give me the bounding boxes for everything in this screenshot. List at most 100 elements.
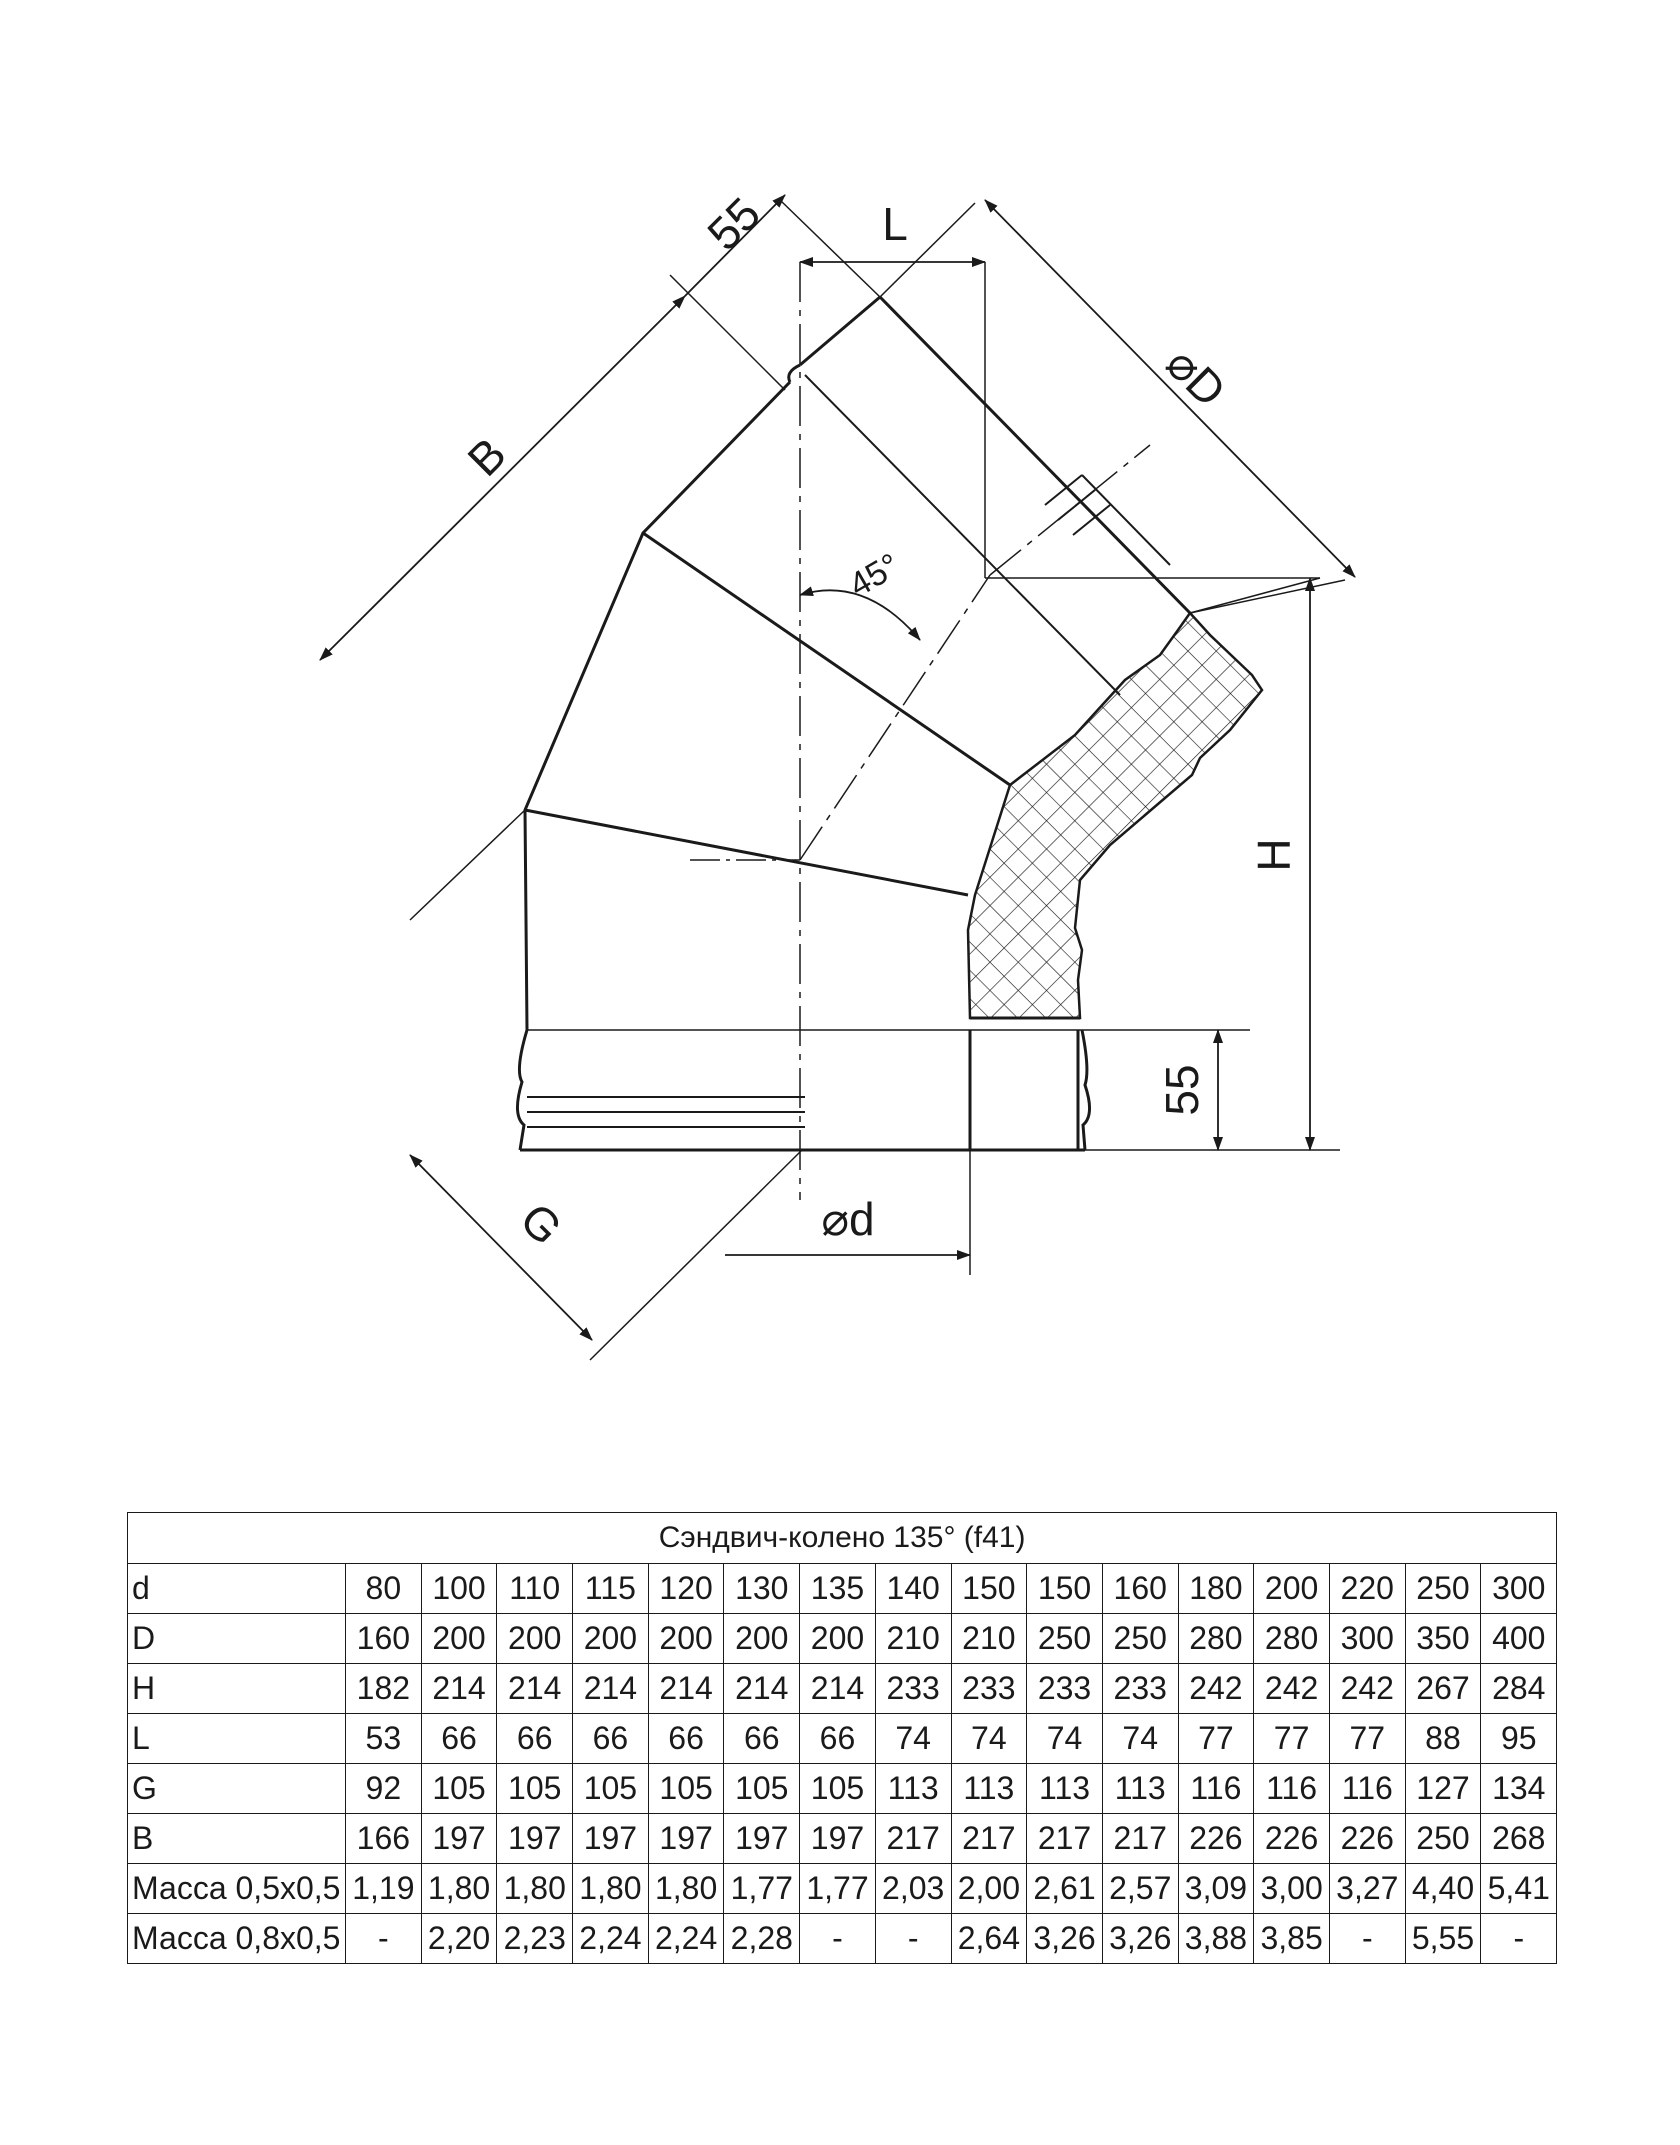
table-cell: - bbox=[345, 1913, 422, 1964]
table-cell: 250 bbox=[1101, 1613, 1179, 1664]
table-cell: 2,24 bbox=[647, 1913, 725, 1964]
dim-label-B: B bbox=[457, 427, 515, 485]
table-cell: 66 bbox=[572, 1713, 649, 1764]
table-cell: - bbox=[799, 1913, 876, 1964]
table-cell: 217 bbox=[1026, 1813, 1103, 1864]
table-cell: 197 bbox=[420, 1813, 498, 1864]
table-cell: 200 bbox=[799, 1613, 876, 1664]
table-cell: 214 bbox=[496, 1663, 574, 1714]
dim-label-L: L bbox=[882, 198, 908, 250]
table-cell: 166 bbox=[345, 1813, 422, 1864]
table-cell: 150 bbox=[950, 1563, 1028, 1614]
table-cell: 66 bbox=[496, 1713, 574, 1764]
dim-label-G: G bbox=[510, 1193, 572, 1255]
table-cell: 66 bbox=[723, 1713, 801, 1764]
table-cell: 233 bbox=[950, 1663, 1028, 1714]
table-cell: 226 bbox=[1253, 1813, 1330, 1864]
table-cell: 268 bbox=[1480, 1813, 1558, 1864]
table-cell: 1,77 bbox=[723, 1863, 801, 1914]
dim-label-d: ⌀d bbox=[821, 1193, 874, 1245]
table-cell: 200 bbox=[496, 1613, 574, 1664]
table-cell: 226 bbox=[1328, 1813, 1406, 1864]
table-cell: 77 bbox=[1177, 1713, 1255, 1764]
table-cell: 1,80 bbox=[496, 1863, 574, 1914]
table-cell: 105 bbox=[647, 1763, 725, 1814]
table-cell: 233 bbox=[1101, 1663, 1179, 1714]
lower-collar bbox=[516, 1029, 1091, 1152]
table-cell: 113 bbox=[874, 1763, 952, 1814]
table-cell: 300 bbox=[1480, 1563, 1558, 1614]
table-cell: 5,55 bbox=[1404, 1913, 1482, 1964]
row-label: H bbox=[127, 1663, 346, 1714]
table-cell: 74 bbox=[1026, 1713, 1103, 1764]
table-cell: 180 bbox=[1177, 1563, 1255, 1614]
table-cell: 74 bbox=[950, 1713, 1028, 1764]
row-label: G bbox=[127, 1763, 346, 1814]
table-cell: 280 bbox=[1177, 1613, 1255, 1664]
table-cell: 250 bbox=[1026, 1613, 1103, 1664]
table-cell: 214 bbox=[647, 1663, 725, 1714]
table-cell: 233 bbox=[1026, 1663, 1103, 1714]
row-label: D bbox=[127, 1613, 346, 1664]
table-cell: 1,19 bbox=[345, 1863, 422, 1914]
table-cell: 214 bbox=[723, 1663, 801, 1714]
table-cell: 105 bbox=[420, 1763, 498, 1814]
table-cell: 400 bbox=[1480, 1613, 1558, 1664]
dim-label-angle: 45° bbox=[843, 546, 907, 605]
table-cell: 66 bbox=[420, 1713, 498, 1764]
table-cell: 182 bbox=[345, 1663, 422, 1714]
table-cell: 280 bbox=[1253, 1613, 1330, 1664]
table-cell: 113 bbox=[1026, 1763, 1103, 1814]
table-cell: 127 bbox=[1404, 1763, 1482, 1814]
table-cell: 200 bbox=[723, 1613, 801, 1664]
table-cell: 210 bbox=[874, 1613, 952, 1664]
table-cell: 217 bbox=[1101, 1813, 1179, 1864]
table-cell: 200 bbox=[572, 1613, 649, 1664]
table-cell: 120 bbox=[647, 1563, 725, 1614]
table-cell: 3,09 bbox=[1177, 1863, 1255, 1914]
table-cell: 134 bbox=[1480, 1763, 1558, 1814]
table-cell: 217 bbox=[874, 1813, 952, 1864]
table-cell: 242 bbox=[1328, 1663, 1406, 1714]
table-cell: 135 bbox=[799, 1563, 876, 1614]
table-cell: 116 bbox=[1177, 1763, 1255, 1814]
table-cell: 197 bbox=[496, 1813, 574, 1864]
table-cell: 233 bbox=[874, 1663, 952, 1714]
table-cell: 53 bbox=[345, 1713, 422, 1764]
table-cell: 105 bbox=[799, 1763, 876, 1814]
table-cell: 210 bbox=[950, 1613, 1028, 1664]
table-cell: 4,40 bbox=[1404, 1863, 1482, 1914]
dim-label-collar-bottom: 55 bbox=[1156, 1064, 1208, 1115]
table-cell: 3,00 bbox=[1253, 1863, 1330, 1914]
table-cell: 160 bbox=[345, 1613, 422, 1664]
table-cell: 2,00 bbox=[950, 1863, 1028, 1914]
table-cell: 217 bbox=[950, 1813, 1028, 1864]
table-cell: 1,80 bbox=[420, 1863, 498, 1914]
extension-lines bbox=[409, 199, 1346, 1361]
row-label: B bbox=[127, 1813, 346, 1864]
table-cell: 3,26 bbox=[1026, 1913, 1103, 1964]
row-label: Масса 0,5х0,5 bbox=[127, 1863, 346, 1914]
table-cell: 5,41 bbox=[1480, 1863, 1558, 1914]
table-cell: 110 bbox=[496, 1563, 574, 1614]
table-cell: 116 bbox=[1253, 1763, 1330, 1814]
table-cell: 250 bbox=[1404, 1563, 1482, 1614]
dim-label-H: H bbox=[1248, 838, 1300, 871]
table-cell: 77 bbox=[1328, 1713, 1406, 1764]
dim-label-D: ⌀D bbox=[1156, 337, 1236, 417]
table-cell: 1,80 bbox=[572, 1863, 649, 1914]
table-cell: 3,88 bbox=[1177, 1913, 1255, 1964]
table-cell: 300 bbox=[1328, 1613, 1406, 1664]
table-cell: 80 bbox=[345, 1563, 422, 1614]
row-label: Масса 0,8х0,5 bbox=[127, 1913, 346, 1964]
table-cell: 150 bbox=[1026, 1563, 1103, 1614]
table-cell: 242 bbox=[1177, 1663, 1255, 1714]
table-cell: 197 bbox=[572, 1813, 649, 1864]
table-cell: 284 bbox=[1480, 1663, 1558, 1714]
table-cell: 226 bbox=[1177, 1813, 1255, 1864]
